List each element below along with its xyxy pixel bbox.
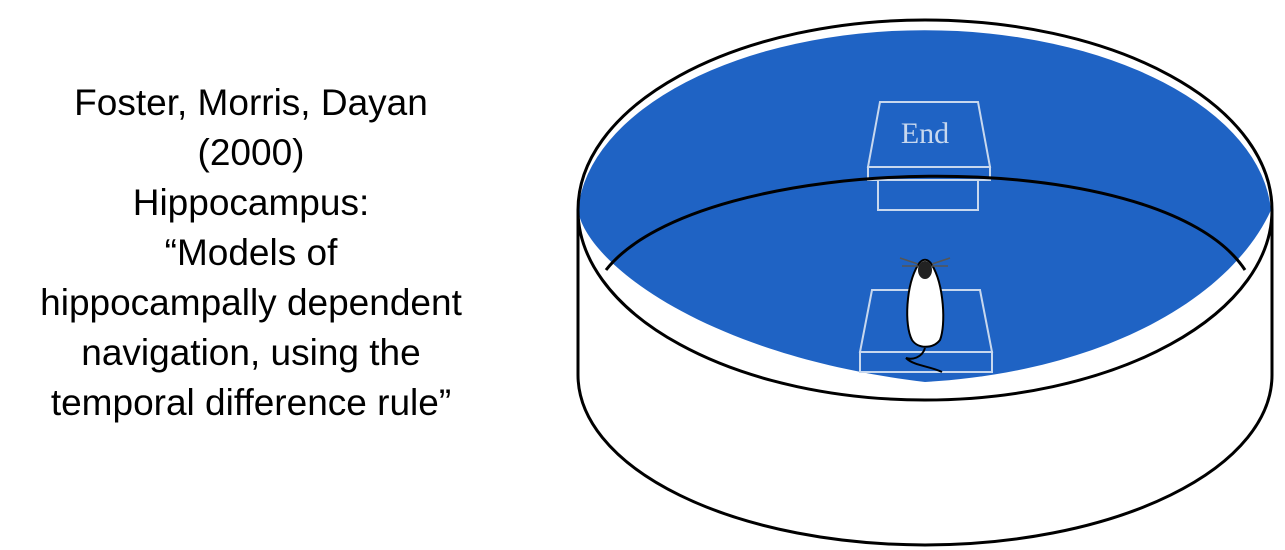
water-surface xyxy=(578,30,1271,211)
citation-journal: Hippocampus: xyxy=(132,182,370,223)
goal-platform xyxy=(866,101,992,211)
citation-title-line: temporal difference rule” xyxy=(50,382,452,423)
citation-title-line: navigation, using the xyxy=(81,332,421,373)
start-platform xyxy=(858,289,994,373)
citation-year: (2000) xyxy=(197,132,305,173)
inner-rim-line xyxy=(604,174,1247,271)
pool-bottom xyxy=(576,374,1274,547)
rat-icon xyxy=(899,257,951,373)
citation-title-line: “Models of xyxy=(164,232,338,273)
citation-text: Foster, Morris, Dayan (2000) Hippocampus… xyxy=(10,78,492,428)
citation-title-line: hippocampally dependent xyxy=(40,282,462,323)
goal-label: End xyxy=(901,117,949,150)
citation-authors: Foster, Morris, Dayan xyxy=(74,82,428,123)
